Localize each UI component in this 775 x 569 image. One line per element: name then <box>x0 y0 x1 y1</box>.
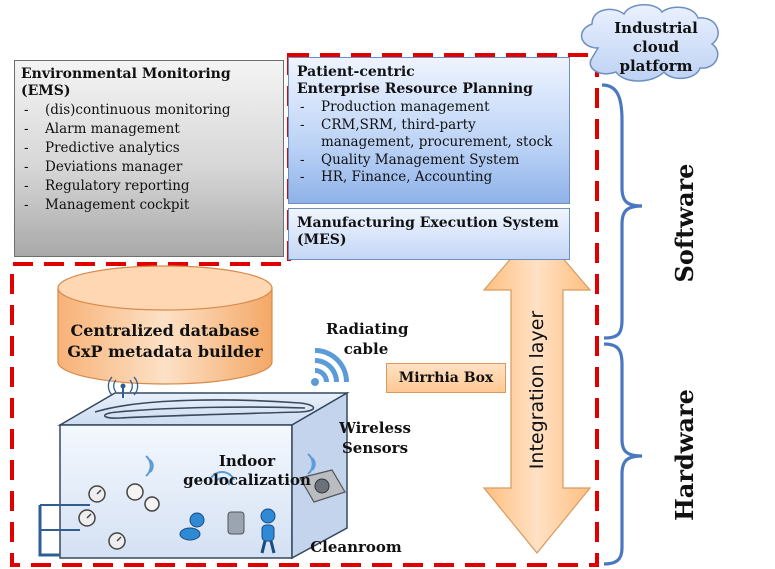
list-item: Management cockpit <box>21 196 283 215</box>
hardware-label: Hardware <box>670 389 699 521</box>
people-icons <box>179 508 276 554</box>
database-label: Centralized database GxP metadata builde… <box>58 320 272 362</box>
mes-title-line1: Manufacturing Execution System <box>297 215 559 231</box>
ems-title: Environmental Monitoring (EMS) <box>21 66 231 99</box>
cloud-shape <box>580 4 719 82</box>
list-item: Regulatory reporting <box>21 177 283 196</box>
list-item: HR, Finance, Accounting <box>297 169 569 187</box>
mes-box: Manufacturing Execution System (MES) <box>288 208 570 260</box>
list-item: Predictive analytics <box>21 139 283 158</box>
list-item: Production management <box>297 99 569 117</box>
wifi-icon <box>311 348 349 386</box>
integration-layer-label: Integration layer <box>526 310 548 470</box>
database-cylinder <box>57 265 273 385</box>
ems-box: Environmental Monitoring (EMS) (dis)cont… <box>14 60 284 257</box>
wireless-sensors-line2: Sensors <box>341 439 409 457</box>
cloud-label-line1: Industrial cloud <box>614 19 698 56</box>
list-item: Quality Management System <box>297 152 569 170</box>
wireless-sensor-device-icon <box>299 469 346 503</box>
ems-list: (dis)continuous monitoring Alarm managem… <box>21 101 283 215</box>
list-item: Deviations manager <box>21 158 283 177</box>
pressure-gauge-icons <box>38 483 160 557</box>
right-brackets <box>601 83 643 566</box>
cloud-label-line2: platform <box>619 57 693 75</box>
integration-arrow <box>482 227 592 554</box>
dashed-region-border <box>10 53 599 567</box>
cleanroom-label: Cleanroom <box>310 538 402 556</box>
indoor-line2: geolocalization <box>183 471 311 489</box>
software-label: Software <box>670 163 699 283</box>
indoor-line1: Indoor <box>218 452 276 470</box>
antenna-icon <box>107 376 139 398</box>
radiating-cable-line1: Radiating <box>326 320 409 338</box>
list-item: Alarm management <box>21 120 283 139</box>
erp-title-line2: Enterprise Resource Planning <box>297 81 533 97</box>
erp-list: Production management CRM,SRM, third-par… <box>297 99 569 187</box>
erp-title-line1: Patient-centric <box>297 64 415 80</box>
indoor-geolocalization-label: Indoor geolocalization <box>182 452 312 490</box>
mirrhia-box: Mirrhia Box <box>386 363 506 393</box>
radiating-cable-label: Radiating cable <box>326 319 409 359</box>
database-label-line1: Centralized database <box>70 321 260 340</box>
wireless-sensors-line1: Wireless <box>339 419 411 437</box>
wireless-sensors-label: Wireless Sensors <box>330 418 420 458</box>
radiating-cable-line2: cable <box>343 340 389 358</box>
database-label-line2: GxP metadata builder <box>67 342 263 361</box>
cloud-label: Industrial cloud platform <box>596 19 716 76</box>
list-item: CRM,SRM, third-party management, procure… <box>297 117 569 152</box>
erp-box: Patient-centric Enterprise Resource Plan… <box>288 57 570 204</box>
list-item: (dis)continuous monitoring <box>21 101 283 120</box>
sensor-wifi-icons <box>145 453 316 486</box>
mes-title-line2: (MES) <box>297 232 347 248</box>
